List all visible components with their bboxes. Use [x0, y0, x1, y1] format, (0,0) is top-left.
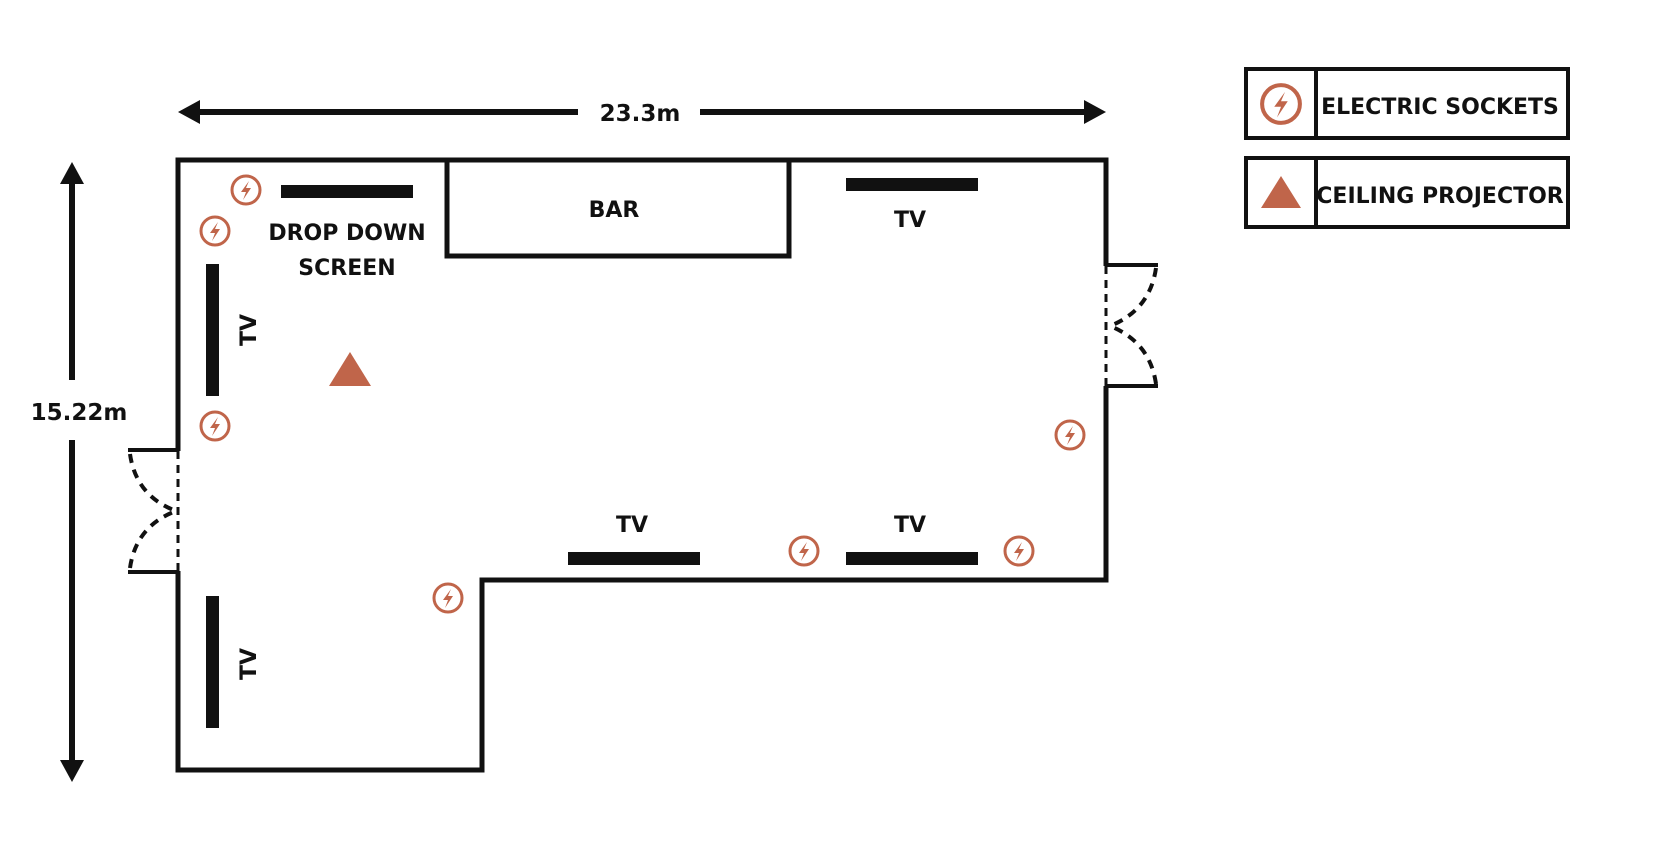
- width-label: 23.3m: [600, 101, 681, 127]
- bar-counter: BAR: [444, 160, 792, 259]
- legend-item-sockets: ELECTRIC SOCKETS: [1244, 67, 1570, 140]
- electric-socket-icon: [432, 582, 464, 614]
- electric-socket-icon: [788, 535, 820, 567]
- electric-socket-icon: [1054, 419, 1086, 451]
- legend-item-projector: CEILING PROJECTOR: [1244, 156, 1570, 229]
- electric-socket-icon: [199, 215, 231, 247]
- tv-label: TV: [616, 513, 648, 538]
- screen-label-line2: SCREEN: [298, 256, 395, 281]
- electric-socket-icon: [230, 174, 262, 206]
- tv-label: TV: [237, 314, 262, 346]
- tv-bottom-center: TV: [568, 513, 700, 565]
- tv-label: TV: [237, 648, 262, 680]
- drop-down-screen: DROP DOWN SCREEN: [268, 185, 426, 281]
- electric-socket-icon: [1003, 535, 1035, 567]
- tv-label: TV: [894, 208, 926, 233]
- height-dimension: 15.22m: [31, 162, 128, 782]
- room-outline: [175, 157, 1109, 773]
- electric-socket-icon: [199, 410, 231, 442]
- tv-bottom-right: TV: [846, 513, 978, 565]
- tv-left-upper: TV: [206, 264, 262, 396]
- right-double-door: [1103, 263, 1158, 388]
- width-dimension: 23.3m: [178, 100, 1106, 127]
- triangle-icon: [1261, 176, 1301, 208]
- height-label: 15.22m: [31, 400, 128, 426]
- tv-label: TV: [894, 513, 926, 538]
- legend-sockets-label: ELECTRIC SOCKETS: [1321, 95, 1559, 120]
- bar-label: BAR: [589, 198, 640, 223]
- tv-left-lower: TV: [206, 596, 262, 728]
- tv-top-right: TV: [846, 178, 978, 233]
- screen-label-line1: DROP DOWN: [268, 221, 425, 246]
- left-double-door: [128, 448, 181, 574]
- legend: ELECTRIC SOCKETS CEILING PROJECTOR: [1244, 67, 1570, 229]
- ceiling-projector-icon: [329, 352, 371, 386]
- legend-projector-label: CEILING PROJECTOR: [1316, 184, 1564, 209]
